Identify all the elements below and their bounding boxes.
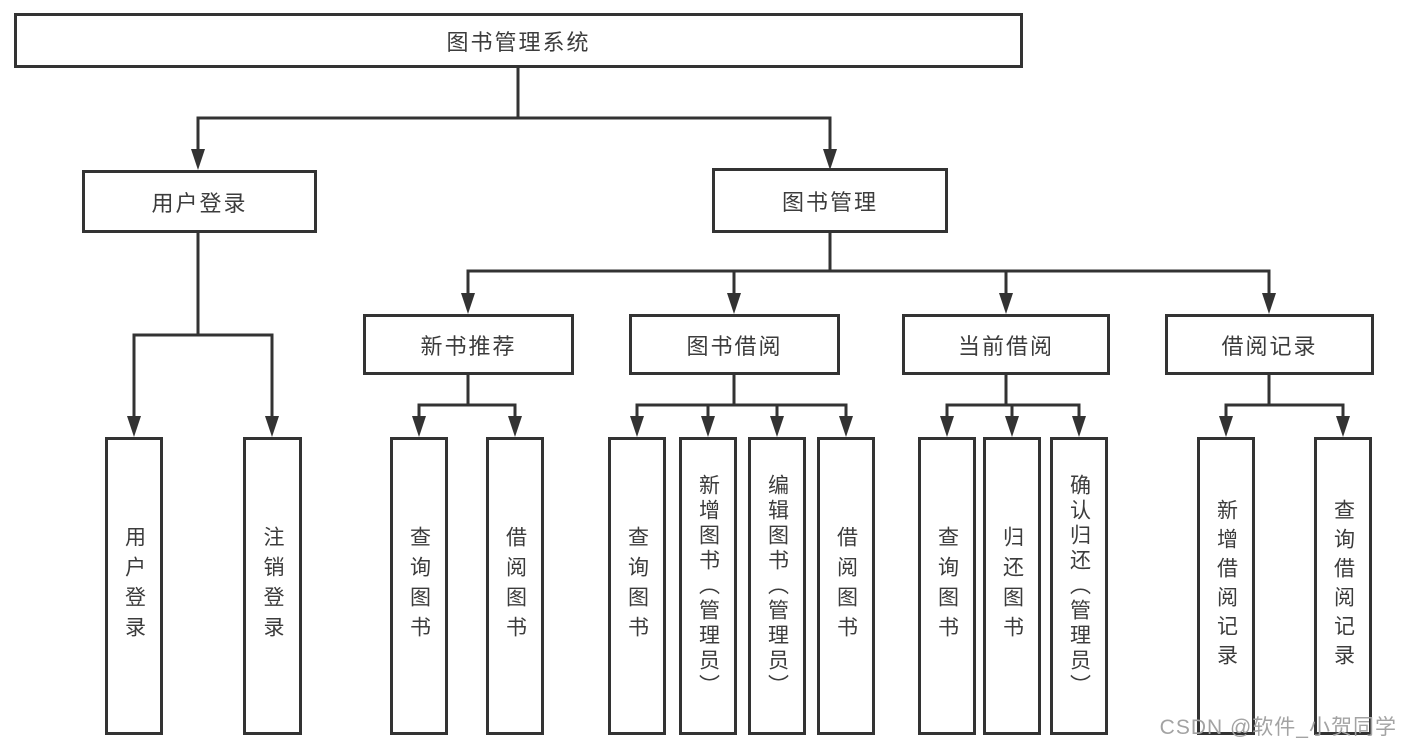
- leaf-add-book-admin: 新增图书（管理员）: [679, 437, 737, 735]
- leaf-edit-book-admin: 编辑图书（管理员）: [748, 437, 806, 735]
- leaf-borrow-book: 借阅图书: [817, 437, 875, 735]
- leaf-query-borrow-record-label: 查询借阅记录: [1331, 499, 1355, 673]
- node-book-borrow-label: 图书借阅: [686, 333, 783, 359]
- node-new-book-recommend-label: 新书推荐: [420, 333, 517, 359]
- leaf-query-book-borrow: 查询图书: [608, 437, 666, 735]
- leaf-logout-label: 注销登录: [261, 526, 284, 646]
- leaf-return-book: 归还图书: [983, 437, 1041, 735]
- node-library-system-label: 图书管理系统: [446, 29, 591, 55]
- leaf-borrow-book-label: 借阅图书: [834, 526, 858, 646]
- leaf-add-book-admin-label: 新增图书（管理员）: [696, 473, 720, 699]
- leaf-user-login: 用户登录: [105, 437, 163, 735]
- node-user-login-label: 用户登录: [151, 190, 248, 216]
- node-current-borrow: 当前借阅: [902, 314, 1110, 375]
- leaf-query-book-current: 查询图书: [918, 437, 976, 735]
- node-borrow-records: 借阅记录: [1165, 314, 1374, 375]
- leaf-add-borrow-record: 新增借阅记录: [1197, 437, 1255, 735]
- node-user-login: 用户登录: [82, 170, 317, 233]
- leaf-query-book-borrow-label: 查询图书: [625, 526, 649, 646]
- leaf-confirm-return-admin-label: 确认归还（管理员）: [1067, 473, 1091, 699]
- leaf-borrow-book-recommend: 借阅图书: [486, 437, 544, 735]
- node-book-management-label: 图书管理: [781, 189, 878, 215]
- leaf-add-borrow-record-label: 新增借阅记录: [1214, 499, 1238, 673]
- leaf-query-book-current-label: 查询图书: [935, 526, 959, 646]
- leaf-confirm-return-admin: 确认归还（管理员）: [1050, 437, 1108, 735]
- node-book-borrow: 图书借阅: [629, 314, 840, 375]
- leaf-return-book-label: 归还图书: [1000, 526, 1024, 646]
- node-borrow-records-label: 借阅记录: [1221, 333, 1318, 359]
- leaf-user-login-label: 用户登录: [122, 526, 146, 646]
- csdn-watermark: CSDN @软件_小贺同学: [1159, 716, 1397, 739]
- leaf-query-borrow-record: 查询借阅记录: [1314, 437, 1372, 735]
- node-book-management: 图书管理: [712, 168, 948, 233]
- leaf-borrow-book-recommend-label: 借阅图书: [503, 526, 527, 646]
- leaf-query-book-recommend-label: 查询图书: [407, 526, 431, 646]
- node-library-system: 图书管理系统: [14, 13, 1023, 68]
- leaf-query-book-recommend: 查询图书: [390, 437, 448, 735]
- leaf-edit-book-admin-label: 编辑图书（管理员）: [765, 473, 789, 699]
- leaf-logout: 注销登录: [243, 437, 302, 735]
- node-current-borrow-label: 当前借阅: [957, 333, 1054, 359]
- node-new-book-recommend: 新书推荐: [363, 314, 574, 375]
